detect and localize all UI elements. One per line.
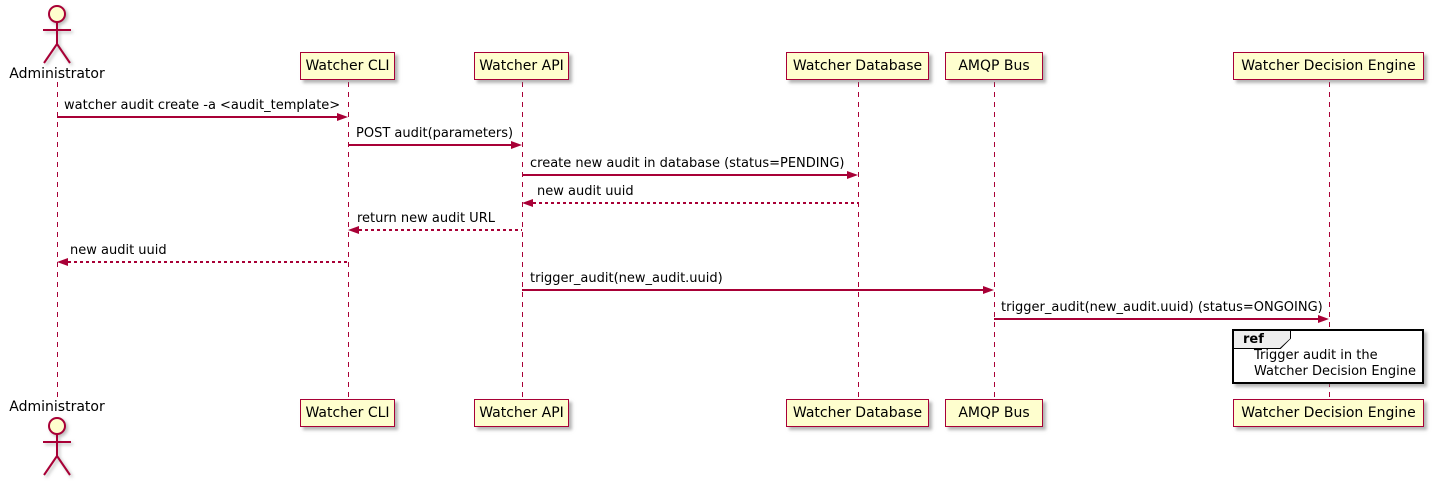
lifeline-watcher-database (857, 82, 859, 399)
message-3-label: create new audit in database (status=PEN… (530, 156, 845, 171)
message-7-line (522, 289, 983, 291)
message-2-label: POST audit(parameters) (356, 126, 514, 141)
ref-body: Trigger audit in the Watcher Decision En… (1254, 348, 1416, 380)
message-1-label: watcher audit create -a <audit_template> (64, 98, 341, 113)
participant-watcher-database-bottom: Watcher Database (786, 399, 929, 427)
message-5-line (359, 229, 522, 231)
lifeline-watcher-api (521, 82, 523, 399)
lifeline-amqp-bus (993, 82, 995, 399)
ref-body-line2: Watcher Decision Engine (1254, 364, 1416, 379)
actor-label-bottom: Administrator (9, 399, 105, 415)
message-4-label: new audit uuid (537, 184, 634, 199)
message-2-line (348, 144, 511, 146)
message-5-arrowhead (348, 226, 359, 234)
participant-watcher-cli-top: Watcher CLI (300, 52, 395, 80)
message-7-label: trigger_audit(new_audit.uuid) (530, 271, 723, 286)
participant-watcher-database-top: Watcher Database (786, 52, 929, 80)
message-4-line (533, 202, 858, 204)
ref-fragment: ref Trigger audit in the Watcher Decisio… (1232, 329, 1424, 384)
lifeline-administrator (56, 82, 58, 399)
message-8-line (994, 318, 1318, 320)
participant-watcher-api-top: Watcher API (474, 52, 569, 80)
message-5-label: return new audit URL (357, 211, 495, 226)
message-3-arrowhead (847, 171, 858, 179)
message-3-line (522, 174, 847, 176)
message-6-label: new audit uuid (70, 243, 167, 258)
message-1-line (57, 116, 337, 118)
participant-watcher-decision-engine-top: Watcher Decision Engine (1233, 52, 1424, 80)
message-4-arrowhead (522, 199, 533, 207)
message-6-arrowhead (57, 258, 68, 266)
message-2-arrowhead (511, 141, 522, 149)
message-8-arrowhead (1318, 315, 1329, 323)
participant-watcher-cli-bottom: Watcher CLI (300, 399, 395, 427)
message-8-label: trigger_audit(new_audit.uuid) (status=ON… (1001, 300, 1323, 315)
participant-amqp-bus-bottom: AMQP Bus (945, 399, 1043, 427)
message-6-line (68, 261, 348, 263)
actor-icon (43, 5, 71, 64)
actor-icon-bottom (43, 417, 71, 476)
ref-body-line1: Trigger audit in the (1254, 348, 1378, 363)
ref-keyword: ref (1234, 331, 1290, 348)
participant-watcher-decision-engine-bottom: Watcher Decision Engine (1233, 399, 1424, 427)
message-1-arrowhead (337, 113, 348, 121)
actor-label-top: Administrator (9, 66, 105, 82)
participant-amqp-bus-top: AMQP Bus (945, 52, 1043, 80)
message-7-arrowhead (983, 286, 994, 294)
lifeline-watcher-decision-engine (1328, 82, 1330, 399)
lifeline-watcher-cli (347, 82, 349, 399)
participant-watcher-api-bottom: Watcher API (474, 399, 569, 427)
